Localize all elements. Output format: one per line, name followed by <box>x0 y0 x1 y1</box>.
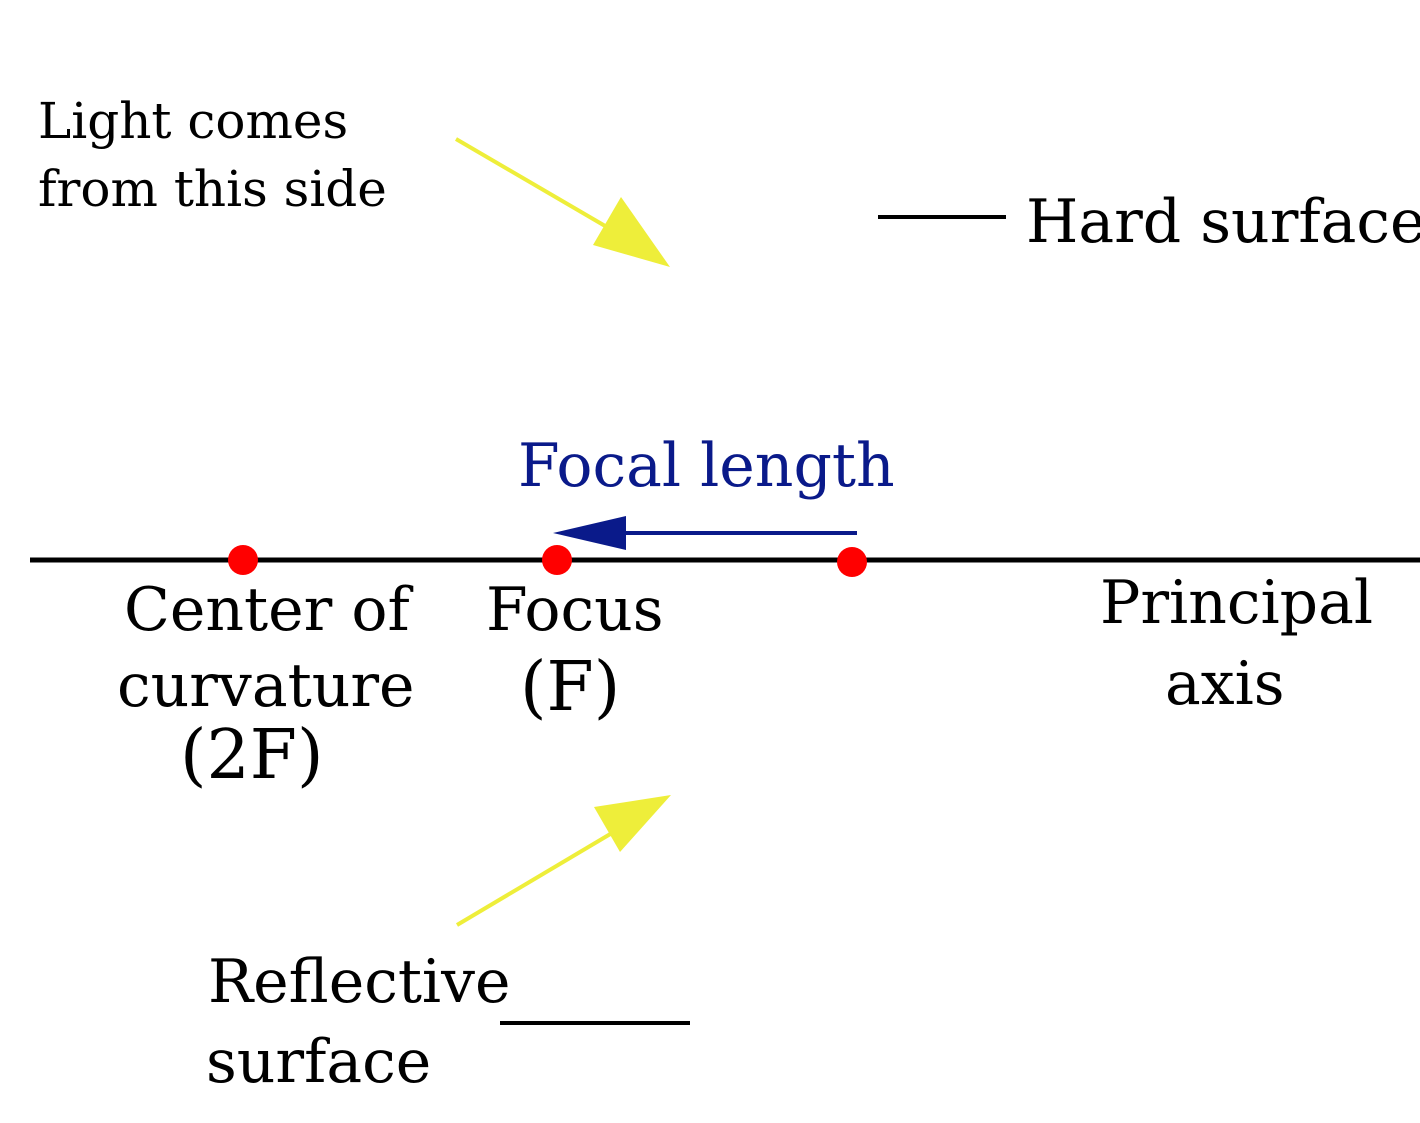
focal-length-label: Focal length <box>518 431 895 501</box>
reflective-surface-label-line-2: surface <box>206 1027 432 1097</box>
light-source-label-line-2: from this side <box>38 160 387 218</box>
focus-label-line-1: Focus <box>486 575 664 645</box>
focus-point <box>542 545 572 575</box>
focus-label-line-2: (F) <box>520 648 621 727</box>
mirror-vertex-point <box>837 547 867 577</box>
incoming-light-arrow-top <box>454 137 670 267</box>
light-source-label-line-1: Light comes <box>38 92 349 150</box>
center-of-curvature-point <box>228 545 258 575</box>
principal-axis-label-line-1: Principal <box>1100 568 1374 638</box>
incoming-light-arrow-bottom <box>455 795 671 927</box>
reflective-surface-label-line-1: Reflective <box>208 947 511 1017</box>
center-of-curvature-label-line-1: Center of <box>124 575 410 645</box>
hard-surface-label: Hard surface <box>1026 187 1420 257</box>
focal-length-arrow <box>553 516 857 550</box>
center-of-curvature-label-line-2: curvature <box>117 651 415 721</box>
principal-axis-label-line-2: axis <box>1165 649 1285 719</box>
center-of-curvature-label-line-3: (2F) <box>180 716 324 795</box>
